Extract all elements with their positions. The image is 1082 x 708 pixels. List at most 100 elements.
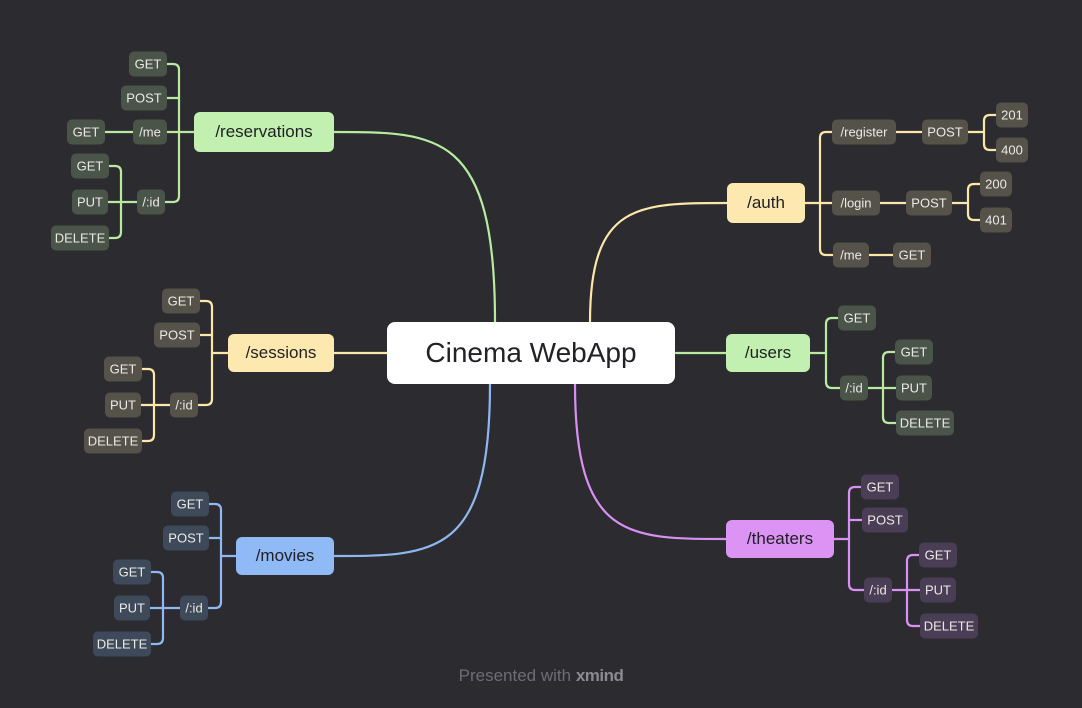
main-link-theaters (573, 382, 728, 541)
auth-login-post-200-status[interactable]: 200 (980, 171, 1012, 197)
reservations-id-node-label: /:id (142, 194, 160, 210)
reservations-get-method[interactable]: GET (129, 51, 167, 77)
topic-reservations-label: /reservations (215, 122, 313, 141)
users-id-node-label: /:id (845, 380, 863, 396)
reservations-connector-link (163, 194, 181, 204)
auth-login-post-401-status[interactable]: 401 (980, 207, 1012, 233)
sessions-id-node[interactable]: /:id (170, 392, 198, 418)
auth-me-node[interactable]: /me (833, 242, 869, 268)
auth-login-node[interactable]: /login (832, 190, 880, 216)
auth-login-post-connector-link (966, 212, 982, 222)
theaters-get-method-label: GET (866, 479, 894, 495)
movies-id-node-label: /:id (185, 600, 203, 616)
theaters-id-get-method[interactable]: GET (919, 542, 957, 568)
reservations-me-get-method-label: GET (72, 124, 100, 140)
movies-connector-link (206, 600, 223, 610)
main-link-auth (588, 201, 729, 324)
theaters-post-method[interactable]: POST (862, 507, 908, 533)
auth-login-post-method[interactable]: POST (906, 190, 952, 216)
theaters-id-delete-method[interactable]: DELETE (920, 613, 978, 639)
theaters-id-connector-link (905, 553, 921, 563)
auth-register-post-method-label: POST (927, 124, 963, 140)
auth-login-post-method-label: POST (911, 195, 947, 211)
auth-login-post-connector-link (966, 182, 982, 192)
users-id-node[interactable]: /:id (840, 375, 868, 401)
auth-register-post-201-status[interactable]: 201 (996, 102, 1028, 128)
reservations-id-get-method[interactable]: GET (71, 153, 109, 179)
auth-connector-link (818, 247, 835, 257)
topic-theaters[interactable]: /theaters (726, 520, 834, 558)
sessions-id-delete-method[interactable]: DELETE (84, 428, 142, 454)
xmind-logo: xmind (575, 666, 624, 685)
auth-register-post-connector-link (982, 113, 998, 123)
users-get-method[interactable]: GET (838, 305, 876, 331)
sessions-get-method-label: GET (167, 293, 195, 309)
reservations-connector-link (165, 62, 181, 72)
theaters-get-method[interactable]: GET (861, 474, 899, 500)
reservations-id-put-method[interactable]: PUT (72, 189, 108, 215)
topic-movies-label: /movies (255, 546, 315, 565)
auth-me-get-method[interactable]: GET (893, 242, 931, 268)
reservations-id-get-method-label: GET (76, 158, 104, 174)
reservations-me-node[interactable]: /me (133, 119, 167, 145)
theaters-id-put-method-label: PUT (925, 582, 951, 598)
topic-auth-label: /auth (747, 193, 785, 212)
theaters-connector-link (847, 485, 863, 495)
sessions-id-put-method[interactable]: PUT (105, 392, 141, 418)
users-id-get-method[interactable]: GET (895, 339, 933, 365)
auth-register-post-400-status-label: 400 (1001, 142, 1023, 158)
root-topic-label: Cinema WebApp (425, 337, 637, 368)
reservations-id-connector-link (107, 230, 123, 240)
movies-id-delete-method[interactable]: DELETE (93, 631, 151, 657)
auth-register-node-label: /register (840, 124, 888, 140)
users-id-delete-method[interactable]: DELETE (896, 410, 954, 436)
users-id-delete-method-label: DELETE (899, 415, 951, 431)
sessions-id-get-method[interactable]: GET (104, 356, 142, 382)
movies-id-node[interactable]: /:id (180, 595, 208, 621)
topic-reservations[interactable]: /reservations (194, 112, 334, 152)
footer: Presented with xmind (0, 666, 1082, 686)
sessions-post-method[interactable]: POST (154, 322, 200, 348)
reservations-id-delete-method[interactable]: DELETE (51, 225, 109, 251)
theaters-id-delete-method-label: DELETE (923, 618, 975, 634)
theaters-post-method-label: POST (867, 512, 903, 528)
topic-auth[interactable]: /auth (727, 183, 805, 223)
users-get-method-label: GET (843, 310, 871, 326)
movies-post-method-label: POST (168, 530, 204, 546)
theaters-id-put-method[interactable]: PUT (920, 577, 956, 603)
movies-post-method[interactable]: POST (163, 525, 209, 551)
sessions-id-node-label: /:id (175, 397, 193, 413)
auth-register-node[interactable]: /register (832, 119, 896, 145)
movies-id-get-method[interactable]: GET (113, 559, 151, 585)
movies-id-delete-method-label: DELETE (96, 636, 148, 652)
root-topic[interactable]: Cinema WebApp (387, 322, 675, 384)
footer-prefix: Presented with (458, 666, 572, 685)
users-id-connector-link (881, 350, 897, 360)
movies-id-put-method-label: PUT (119, 600, 145, 616)
auth-register-post-method[interactable]: POST (922, 119, 968, 145)
users-id-get-method-label: GET (900, 344, 928, 360)
movies-get-method[interactable]: GET (171, 491, 209, 517)
reservations-id-node[interactable]: /:id (137, 189, 165, 215)
reservations-post-method[interactable]: POST (121, 85, 167, 111)
auth-register-post-400-status[interactable]: 400 (996, 137, 1028, 163)
theaters-id-node-label: /:id (869, 582, 887, 598)
topic-movies[interactable]: /movies (236, 537, 334, 575)
auth-register-post-connector-link (982, 142, 998, 152)
theaters-connector-link (847, 582, 866, 592)
topic-sessions[interactable]: /sessions (228, 334, 334, 372)
movies-id-connector-link (149, 570, 165, 580)
theaters-id-node[interactable]: /:id (864, 577, 892, 603)
movies-id-put-method[interactable]: PUT (114, 595, 150, 621)
reservations-me-get-method[interactable]: GET (67, 119, 105, 145)
sessions-id-connector-link (140, 433, 156, 443)
users-id-put-method[interactable]: PUT (896, 375, 932, 401)
sessions-get-method[interactable]: GET (162, 288, 200, 314)
main-link-reservations (332, 130, 497, 324)
sessions-id-delete-method-label: DELETE (87, 433, 139, 449)
auth-me-node-label: /me (840, 247, 862, 263)
reservations-id-connector-link (107, 164, 123, 174)
topic-users[interactable]: /users (726, 334, 810, 372)
movies-id-get-method-label: GET (118, 564, 146, 580)
